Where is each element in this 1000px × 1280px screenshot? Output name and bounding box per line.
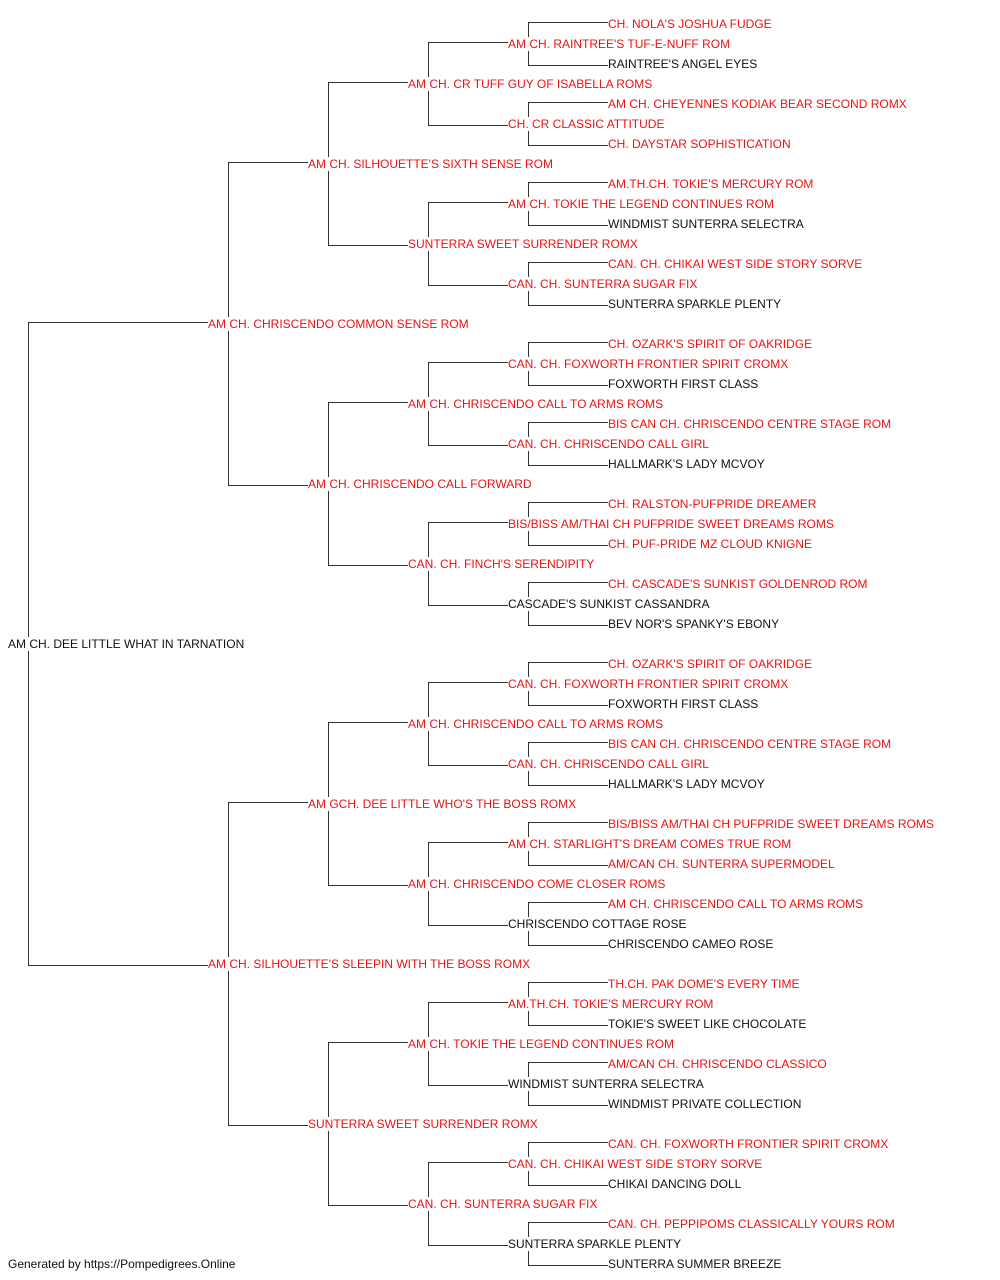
pedigree-entry-gen4: CH. CR CLASSIC ATTITUDE [508, 117, 665, 131]
pedigree-entry-gen4: CHRISCENDO COTTAGE ROSE [508, 917, 687, 931]
pedigree-entry-gen5: BIS CAN CH. CHRISCENDO CENTRE STAGE ROM [608, 737, 892, 751]
pedigree-entry-gen5: FOXWORTH FIRST CLASS [608, 697, 759, 711]
pedigree-entry-gen1: AM CH. CHRISCENDO COMMON SENSE ROM [208, 317, 469, 331]
pedigree-entry-gen3: SUNTERRA SWEET SURRENDER ROMX [408, 237, 638, 251]
pedigree-entry-gen2: AM GCH. DEE LITTLE WHO'S THE BOSS ROMX [308, 797, 577, 811]
pedigree-entry-gen5: CH. OZARK'S SPIRIT OF OAKRIDGE [608, 657, 813, 671]
pedigree-entry-gen5: CH. DAYSTAR SOPHISTICATION [608, 137, 791, 151]
pedigree-entry-gen3: CAN. CH. FINCH'S SERENDIPITY [408, 557, 595, 571]
pedigree-entry-gen5: AM.TH.CH. TOKIE'S MERCURY ROM [608, 177, 814, 191]
pedigree-entry-gen3: AM CH. CR TUFF GUY OF ISABELLA ROMS [408, 77, 653, 91]
pedigree-entry-gen4: CAN. CH. CHIKAI WEST SIDE STORY SORVE [508, 1157, 763, 1171]
pedigree-entry-gen4: AM CH. TOKIE THE LEGEND CONTINUES ROM [508, 197, 775, 211]
pedigree-entry-gen3: CAN. CH. SUNTERRA SUGAR FIX [408, 1197, 598, 1211]
pedigree-entry-gen5: AM CH. CHEYENNES KODIAK BEAR SECOND ROMX [608, 97, 907, 111]
pedigree-entry-gen5: CH. CASCADE'S SUNKIST GOLDENROD ROM [608, 577, 868, 591]
pedigree-entry-gen2: AM CH. CHRISCENDO CALL FORWARD [308, 477, 532, 491]
pedigree-entry-gen5: BIS/BISS AM/THAI CH PUFPRIDE SWEET DREAM… [608, 817, 934, 831]
pedigree-entry-gen4: CAN. CH. FOXWORTH FRONTIER SPIRIT CROMX [508, 677, 789, 691]
pedigree-entry-gen3: AM CH. CHRISCENDO CALL TO ARMS ROMS [408, 717, 664, 731]
pedigree-entry-gen4: CASCADE'S SUNKIST CASSANDRA [508, 597, 710, 611]
pedigree-entry-gen4: SUNTERRA SPARKLE PLENTY [508, 1237, 682, 1251]
generated-by-footer: Generated by https://Pompedigrees.Online [8, 1257, 236, 1271]
pedigree-entry-gen0: AM CH. DEE LITTLE WHAT IN TARNATION [8, 637, 245, 651]
pedigree-entry-gen5: CH. NOLA'S JOSHUA FUDGE [608, 17, 772, 31]
pedigree-entry-gen5: WINDMIST PRIVATE COLLECTION [608, 1097, 802, 1111]
pedigree-entry-gen4: CAN. CH. FOXWORTH FRONTIER SPIRIT CROMX [508, 357, 789, 371]
pedigree-entry-gen5: CAN. CH. PEPPIPOMS CLASSICALLY YOURS ROM [608, 1217, 895, 1231]
pedigree-entry-gen5: SUNTERRA SPARKLE PLENTY [608, 297, 782, 311]
pedigree-entry-gen4: CAN. CH. CHRISCENDO CALL GIRL [508, 437, 709, 451]
pedigree-entry-gen1: AM CH. SILHOUETTE'S SLEEPIN WITH THE BOS… [208, 957, 531, 971]
pedigree-entry-gen5: CH. OZARK'S SPIRIT OF OAKRIDGE [608, 337, 813, 351]
pedigree-entry-gen5: CAN. CH. FOXWORTH FRONTIER SPIRIT CROMX [608, 1137, 889, 1151]
pedigree-entry-gen4: AM CH. RAINTREE'S TUF-E-NUFF ROM [508, 37, 731, 51]
pedigree-entry-gen3: AM CH. CHRISCENDO CALL TO ARMS ROMS [408, 397, 664, 411]
pedigree-entry-gen5: WINDMIST SUNTERRA SELECTRA [608, 217, 804, 231]
pedigree-entry-gen5: CH. RALSTON-PUFPRIDE DREAMER [608, 497, 817, 511]
pedigree-entry-gen5: HALLMARK'S LADY MCVOY [608, 457, 765, 471]
pedigree-entry-gen4: AM CH. STARLIGHT'S DREAM COMES TRUE ROM [508, 837, 792, 851]
pedigree-entry-gen5: AM/CAN CH. SUNTERRA SUPERMODEL [608, 857, 835, 871]
pedigree-entry-gen5: CH. PUF-PRIDE MZ CLOUD KNIGNE [608, 537, 813, 551]
pedigree-entry-gen5: AM/CAN CH. CHRISCENDO CLASSICO [608, 1057, 827, 1071]
pedigree-entry-gen4: BIS/BISS AM/THAI CH PUFPRIDE SWEET DREAM… [508, 517, 834, 531]
pedigree-entry-gen5: RAINTREE'S ANGEL EYES [608, 57, 758, 71]
pedigree-entry-gen5: CHRISCENDO CAMEO ROSE [608, 937, 774, 951]
pedigree-entry-gen5: BEV NOR'S SPANKY'S EBONY [608, 617, 780, 631]
pedigree-entry-gen3: AM CH. CHRISCENDO COME CLOSER ROMS [408, 877, 666, 891]
pedigree-entry-gen5: CHIKAI DANCING DOLL [608, 1177, 742, 1191]
pedigree-entry-gen4: CAN. CH. CHRISCENDO CALL GIRL [508, 757, 709, 771]
pedigree-entry-gen4: CAN. CH. SUNTERRA SUGAR FIX [508, 277, 698, 291]
pedigree-entry-gen2: SUNTERRA SWEET SURRENDER ROMX [308, 1117, 538, 1131]
pedigree-entry-gen5: SUNTERRA SUMMER BREEZE [608, 1257, 782, 1271]
pedigree-entry-gen3: AM CH. TOKIE THE LEGEND CONTINUES ROM [408, 1037, 675, 1051]
pedigree-entry-gen5: FOXWORTH FIRST CLASS [608, 377, 759, 391]
pedigree-entry-gen5: TH.CH. PAK DOME'S EVERY TIME [608, 977, 800, 991]
pedigree-entry-gen5: BIS CAN CH. CHRISCENDO CENTRE STAGE ROM [608, 417, 892, 431]
pedigree-entry-gen4: WINDMIST SUNTERRA SELECTRA [508, 1077, 704, 1091]
pedigree-entry-gen5: CAN. CH. CHIKAI WEST SIDE STORY SORVE [608, 257, 863, 271]
pedigree-entry-gen5: HALLMARK'S LADY MCVOY [608, 777, 765, 791]
pedigree-entry-gen5: TOKIE'S SWEET LIKE CHOCOLATE [608, 1017, 807, 1031]
pedigree-entry-gen5: AM CH. CHRISCENDO CALL TO ARMS ROMS [608, 897, 864, 911]
pedigree-entry-gen2: AM CH. SILHOUETTE'S SIXTH SENSE ROM [308, 157, 553, 171]
pedigree-entry-gen4: AM.TH.CH. TOKIE'S MERCURY ROM [508, 997, 714, 1011]
